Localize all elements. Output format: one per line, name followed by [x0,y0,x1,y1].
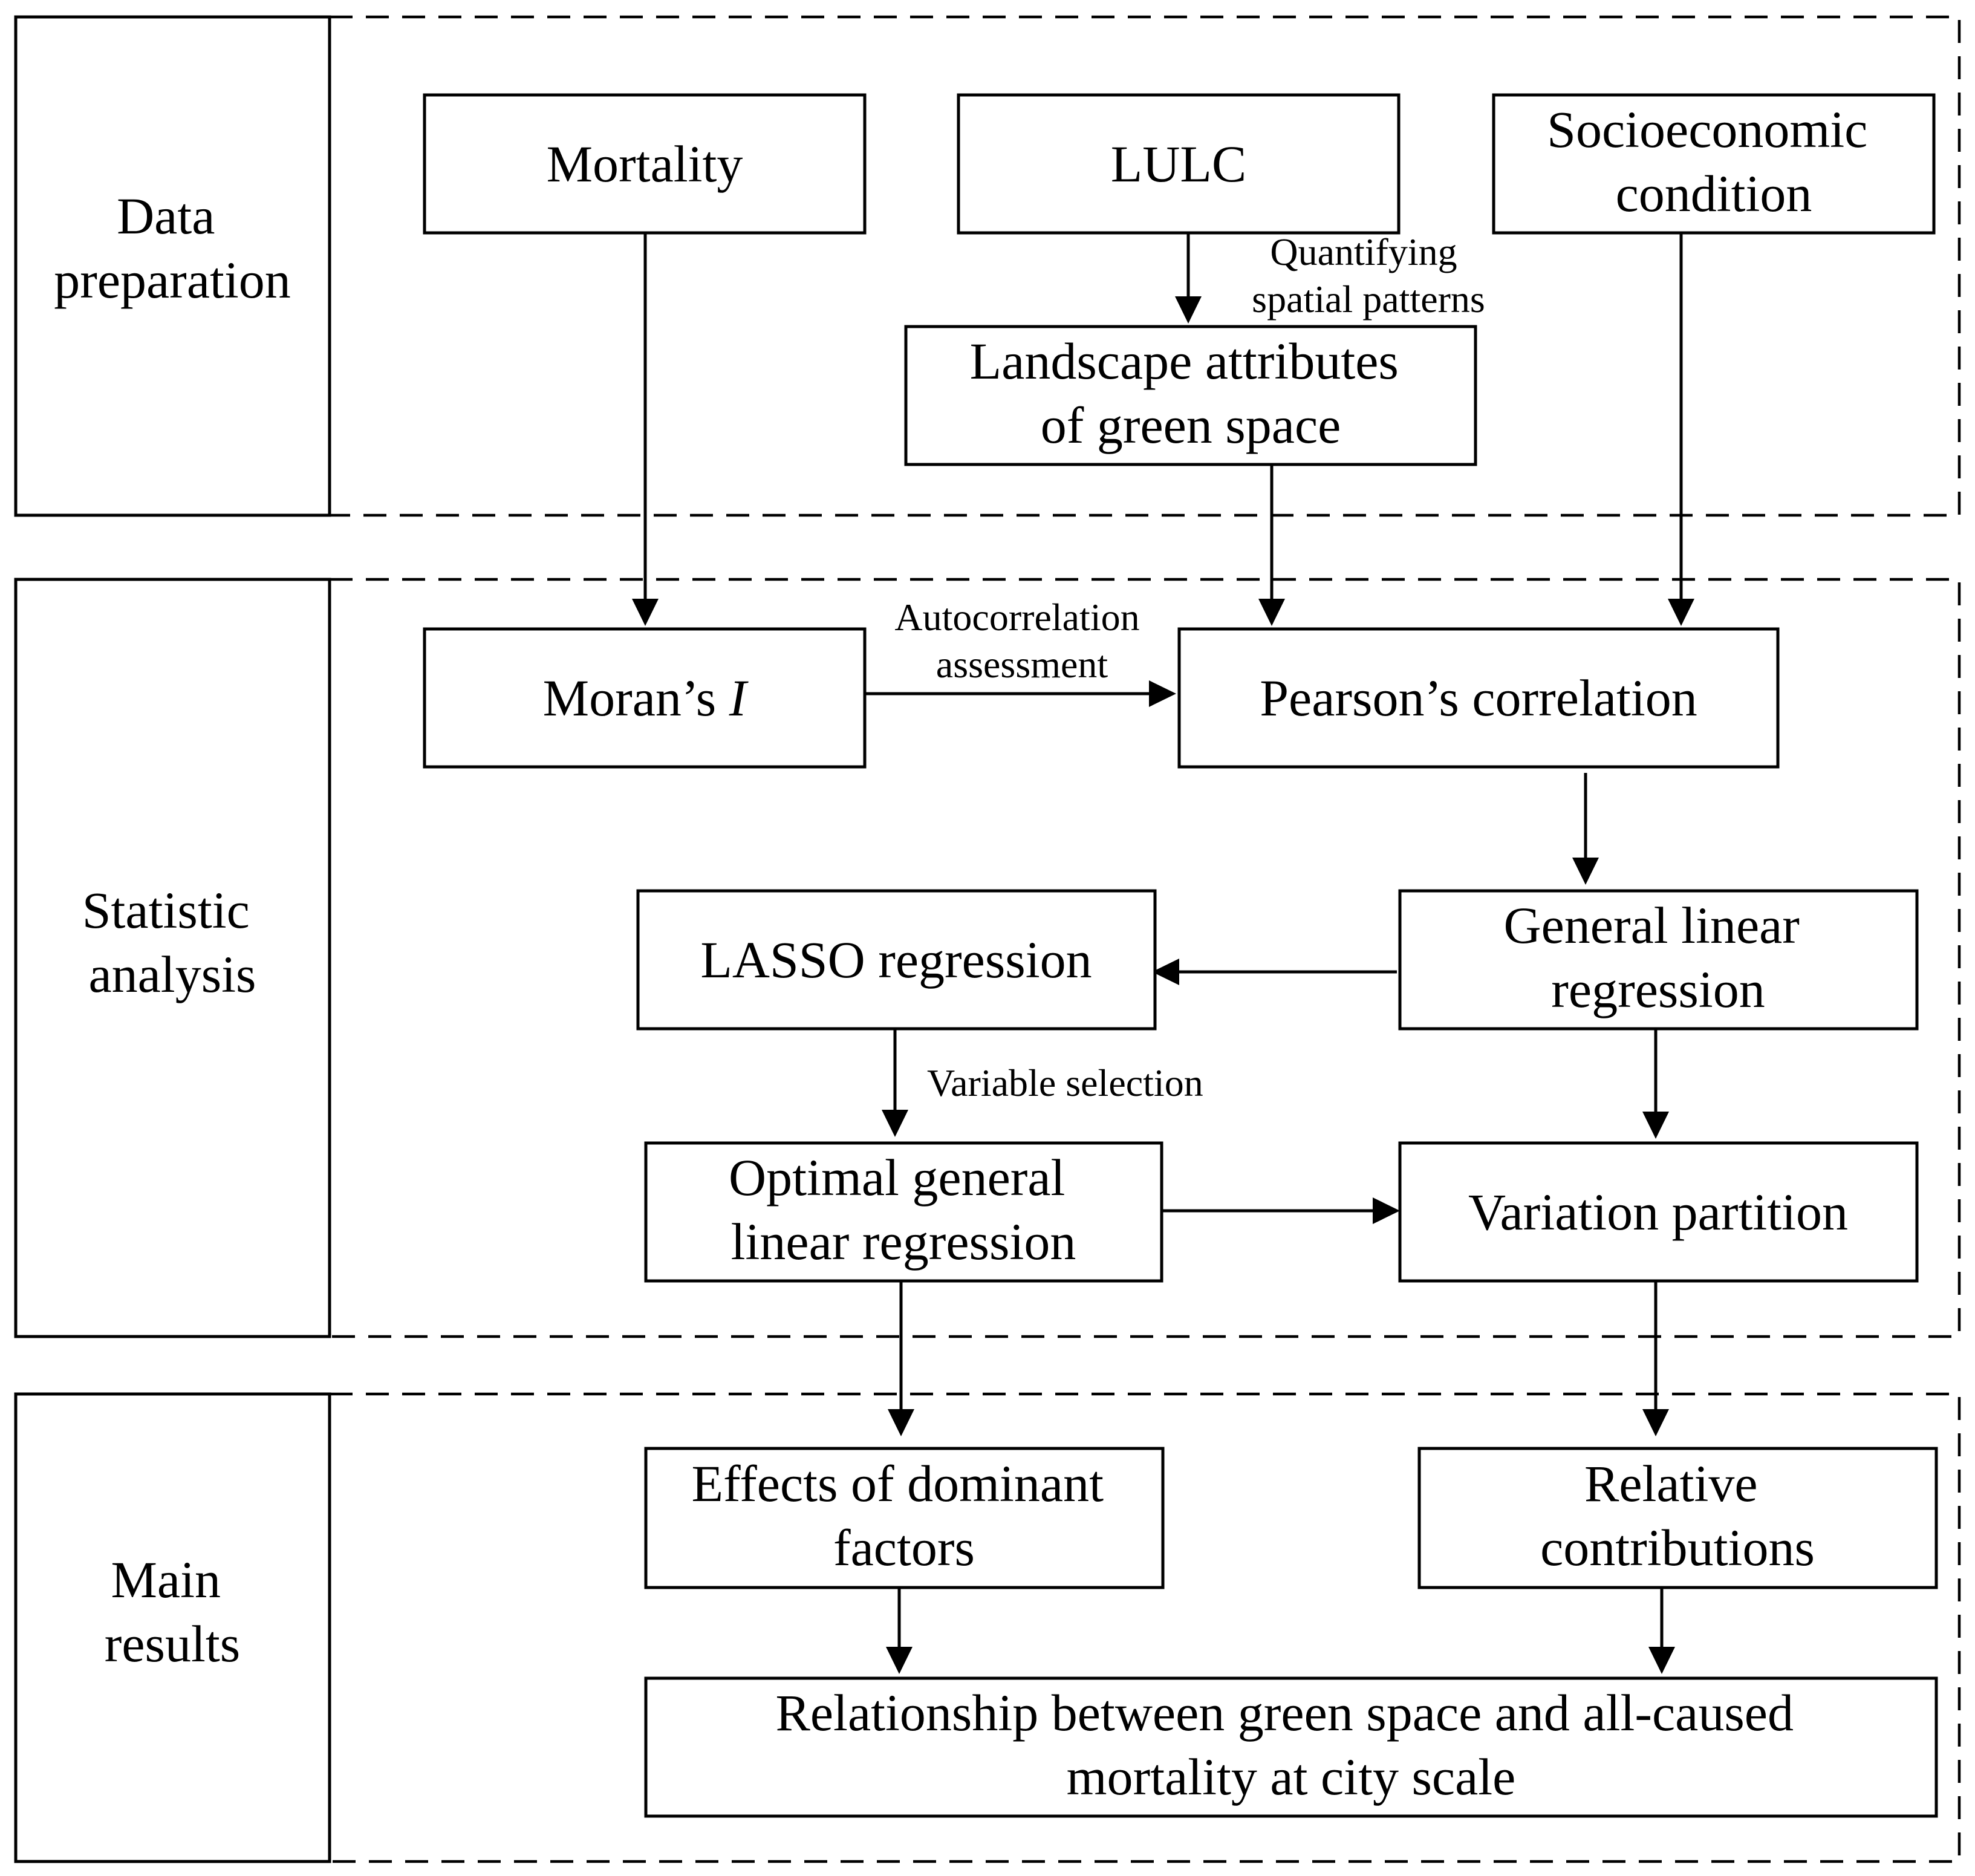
connectors [632,233,1694,1674]
main-results-label-box [14,1392,331,1863]
statistic-analysis-label: Statistic analysis [82,881,263,1003]
data-preparation-label: Data preparation [54,187,291,309]
quantifying-spatial-patterns-label: Quantifying spatial patterns [1252,230,1485,321]
lasso-regression-label: LASSO regression [700,931,1092,989]
socioeconomic-condition-label: Socioeconomic condition [1547,100,1881,223]
optimal-general-linear-regression-label: Optimal general linear regression [729,1148,1078,1271]
morans-i-label: Moran’s I [543,669,749,727]
relative-contributions-box [1417,1447,1938,1589]
effects-of-dominant-factors-box [644,1447,1165,1589]
data-preparation-label-box [14,15,331,517]
pearsons-correlation-box [1177,627,1780,769]
landscape-attributes-box [904,325,1477,466]
relationship-label: Relationship between green space and all… [776,1684,1807,1806]
socioeconomic-condition-box [1492,93,1936,235]
general-linear-regression-box [1398,889,1919,1031]
lulc-label: LULC [1111,135,1247,193]
general-linear-regression-label: General linear regression [1504,896,1813,1018]
variation-partition-label: Variation partition [1468,1183,1848,1241]
effects-of-dominant-factors-label: Effects of dominant factors [692,1454,1117,1577]
lulc-box [957,93,1401,235]
optimal-general-linear-regression-box [644,1141,1163,1283]
mortality-label: Mortality [547,135,743,193]
landscape-attributes-label: Landscape attributes of green space [970,332,1412,454]
autocorrelation-assessment-label: Autocorrelation assessment [894,596,1149,686]
lasso-regression-box [636,889,1157,1031]
relative-contributions-label: Relative contributions [1540,1454,1815,1577]
variation-partition-box [1398,1141,1919,1283]
statistic-analysis-label-box [14,578,331,1338]
mortality-box [423,93,867,235]
morans-i-box [423,627,867,769]
relationship-box [644,1676,1938,1818]
pearsons-correlation-label: Pearson’s correlation [1260,669,1697,727]
main-results-label: Main results [105,1551,241,1673]
variable-selection-label: Variable selection [927,1061,1203,1104]
